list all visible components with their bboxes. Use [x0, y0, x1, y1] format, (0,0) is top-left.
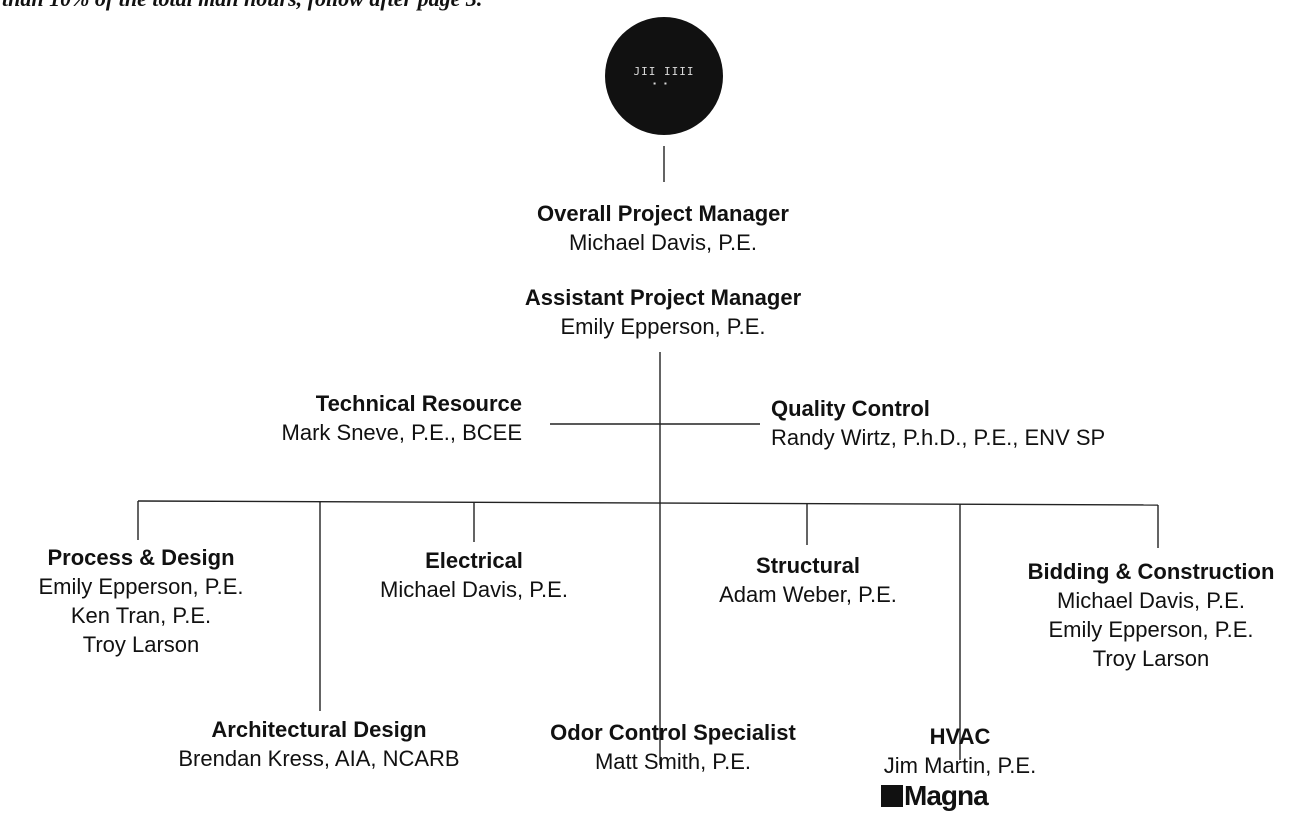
- connector-horizontal-bus: [137, 500, 1159, 506]
- person-name: Troy Larson: [1092, 646, 1210, 671]
- magna-logo-icon: Magna: [881, 780, 989, 812]
- person-name: Michael Davis, P.E.: [1057, 588, 1245, 613]
- role-label: Process & Design: [47, 545, 235, 570]
- role-label: Odor Control Specialist: [550, 720, 796, 745]
- node-architectural-design: Architectural Design Brendan Kress, AIA,…: [140, 715, 498, 773]
- role-label: Quality Control: [771, 396, 930, 421]
- person-name: Randy Wirtz, P.h.D., P.E., ENV SP: [771, 425, 1106, 450]
- node-electrical: Electrical Michael Davis, P.E.: [340, 546, 608, 604]
- seal-dots: ▪▪: [653, 79, 675, 88]
- role-label: Technical Resource: [315, 391, 522, 416]
- role-label: HVAC: [929, 724, 991, 749]
- magna-logo-mark: [881, 784, 903, 807]
- node-quality-control: Quality Control Randy Wirtz, P.h.D., P.E…: [771, 394, 1201, 452]
- person-name: Emily Epperson, P.E.: [38, 574, 244, 599]
- person-name: Mark Sneve, P.E., BCEE: [281, 420, 522, 445]
- person-name: Troy Larson: [82, 632, 200, 657]
- person-name: Ken Tran, P.E.: [70, 603, 212, 628]
- person-name: Adam Weber, P.E.: [719, 582, 897, 607]
- person-name: Michael Davis, P.E.: [380, 577, 568, 602]
- node-bidding-construction: Bidding & Construction Michael Davis, P.…: [994, 557, 1308, 673]
- person-name: Emily Epperson, P.E.: [1048, 617, 1254, 642]
- role-label: Assistant Project Manager: [524, 285, 802, 310]
- municipal-seal-icon: JII IIII ▪▪: [605, 17, 723, 135]
- node-overall-project-manager: Overall Project Manager Michael Davis, P…: [498, 199, 828, 257]
- node-process-design: Process & Design Emily Epperson, P.E. Ke…: [0, 543, 282, 659]
- seal-mark-text: JII IIII: [633, 65, 695, 78]
- role-label: Bidding & Construction: [1027, 559, 1275, 584]
- person-name: Jim Martin, P.E.: [883, 753, 1037, 778]
- node-odor-control-specialist: Odor Control Specialist Matt Smith, P.E.: [508, 718, 838, 776]
- node-assistant-project-manager: Assistant Project Manager Emily Epperson…: [478, 283, 848, 341]
- node-structural: Structural Adam Weber, P.E.: [690, 551, 926, 609]
- person-name: Matt Smith, P.E.: [594, 749, 752, 774]
- node-technical-resource: Technical Resource Mark Sneve, P.E., BCE…: [200, 389, 522, 447]
- top-caption: than 10% of the total man hours, follow …: [2, 0, 482, 12]
- role-label: Structural: [756, 553, 860, 578]
- node-hvac: HVAC Jim Martin, P.E.: [850, 722, 1070, 780]
- role-label: Architectural Design: [211, 717, 427, 742]
- person-name: Michael Davis, P.E.: [569, 230, 757, 255]
- person-name: Brendan Kress, AIA, NCARB: [178, 746, 460, 771]
- person-name: Emily Epperson, P.E.: [560, 314, 766, 339]
- role-label: Electrical: [425, 548, 523, 573]
- magna-logo-text: Magna: [904, 780, 989, 811]
- role-label: Overall Project Manager: [537, 201, 789, 226]
